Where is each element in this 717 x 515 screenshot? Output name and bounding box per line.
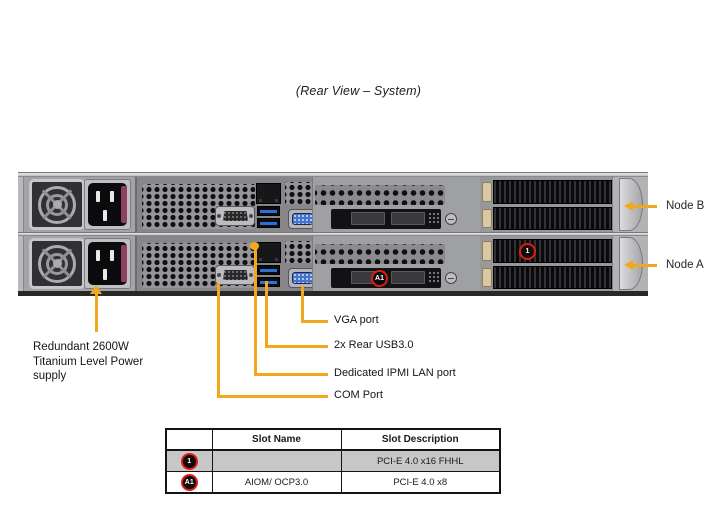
vent-strip [315, 244, 445, 264]
com-port-label: COM Port [334, 389, 383, 401]
aiom-bay [312, 236, 480, 291]
vent-holes [285, 241, 317, 263]
header-slot-name: Slot Name [211, 428, 342, 451]
thumbscrew [445, 213, 457, 225]
pcie-slot [480, 266, 612, 289]
node-b-arrow [624, 201, 633, 211]
chassis-bottom-lip [18, 291, 648, 296]
node-b-label: Node B [666, 200, 705, 212]
slot-name-cell [211, 449, 342, 472]
header-badge-cell [165, 428, 213, 451]
psu-power-inlet [84, 238, 131, 289]
io-panel-a [135, 236, 317, 291]
table-row: A1 AIOM/ OCP3.0 PCI-E 4.0 x8 [165, 471, 501, 494]
pcie-slot [480, 207, 612, 230]
usb-port [257, 265, 280, 275]
chassis-top-rail [18, 172, 648, 177]
node-a-arrow [624, 260, 633, 270]
ipmi-callout-line [254, 373, 328, 376]
pcie-slots [480, 236, 612, 291]
ipmi-lan-port [256, 242, 281, 263]
psu-label-line: supply [33, 370, 67, 382]
psu-fan-icon [29, 238, 85, 289]
vga-port-label: VGA port [334, 314, 379, 326]
lan-callout-dot [250, 242, 259, 250]
power-supply-b [24, 177, 135, 232]
slot-table: Slot Name Slot Description 1 PCI-E 4.0 x… [165, 428, 501, 494]
node-a-label: Node A [666, 259, 704, 271]
slot-name-cell: AIOM/ OCP3.0 [211, 471, 342, 494]
figure-title: (Rear View – System) [295, 84, 422, 98]
io-panel-b [135, 177, 317, 232]
pcie-slot [480, 239, 612, 263]
com-port [215, 265, 255, 285]
vga-callout-line [301, 320, 328, 323]
node-a-rear-panel: 1 A1 [18, 236, 648, 291]
com-callout-line [217, 283, 220, 397]
vga-callout-line [301, 286, 304, 322]
com-port [215, 206, 255, 226]
node-b-rear-panel [18, 177, 648, 232]
usb-port [257, 206, 280, 216]
aiom-table-badge: A1 [180, 473, 198, 491]
ocp-slot-opening [331, 209, 441, 229]
node-b-arrow-line [631, 205, 657, 208]
psu-fan-icon [29, 179, 85, 230]
ipmi-callout-line [254, 248, 257, 376]
vent-strip [315, 185, 445, 205]
vent-holes [285, 182, 317, 204]
node-a-arrow-line [631, 264, 657, 267]
badge-cell: A1 [165, 471, 213, 494]
psu-label: Redundant 2600W Titanium Level Power sup… [33, 340, 143, 384]
usb-callout-line [265, 281, 268, 347]
chassis-side-wall [18, 236, 24, 291]
slot-description-cell: PCI-E 4.0 x16 FHHL [340, 449, 501, 472]
slot1-table-badge: 1 [180, 452, 198, 470]
vga-port [288, 209, 317, 229]
chassis-side-wall [18, 177, 24, 232]
pcie-slot [480, 180, 612, 204]
usb-port [257, 218, 280, 228]
pcie-slots [480, 177, 612, 232]
slot1-badge: 1 [519, 243, 536, 260]
slot-description-cell: PCI-E 4.0 x8 [340, 471, 501, 494]
header-slot-description: Slot Description [340, 428, 501, 451]
power-supply-a [24, 236, 135, 291]
psu-callout-line [95, 293, 98, 332]
table-header-row: Slot Name Slot Description [165, 428, 501, 451]
psu-label-line: Redundant 2600W [33, 341, 129, 353]
psu-callout-arrow [90, 285, 102, 294]
table-row: 1 PCI-E 4.0 x16 FHHL [165, 449, 501, 472]
aiom-badge: A1 [371, 270, 388, 287]
psu-label-line: Titanium Level Power [33, 355, 144, 368]
usb-label: 2x Rear USB3.0 [334, 339, 414, 351]
server-rear-view: 1 A1 [18, 172, 648, 296]
com-callout-line [217, 395, 328, 398]
chassis-mid-rail [18, 232, 648, 236]
ipmi-lan-port [256, 183, 281, 204]
psu-power-inlet [84, 179, 131, 230]
usb-callout-line [265, 345, 328, 348]
thumbscrew [445, 272, 457, 284]
ipmi-lan-label: Dedicated IPMI LAN port [334, 367, 456, 379]
usb-port [257, 277, 280, 287]
aiom-bay [312, 177, 480, 232]
badge-cell: 1 [165, 449, 213, 472]
node-handle [612, 236, 648, 291]
